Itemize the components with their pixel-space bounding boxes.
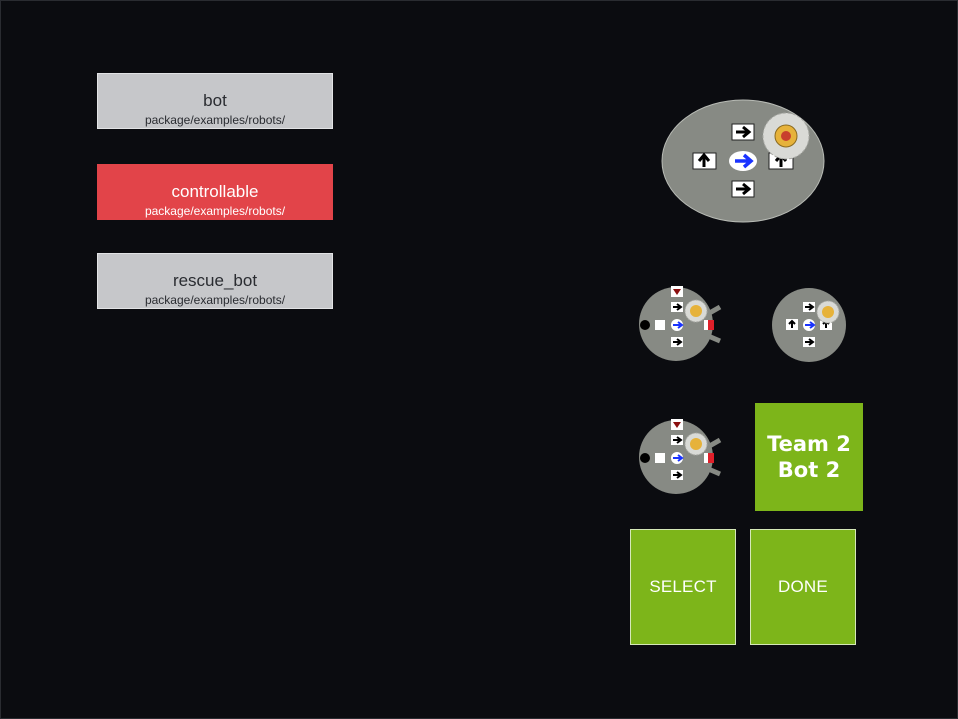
arrow-right-icon [671, 337, 683, 347]
arrow-up-icon [786, 319, 798, 330]
robot-name: rescue_bot [172, 271, 258, 290]
select-button[interactable]: SELECT [630, 529, 736, 645]
arrow-right-icon [729, 151, 757, 171]
arrow-right-icon [671, 302, 683, 312]
sensor-icon [640, 453, 665, 463]
logo-badge-icon [684, 432, 708, 456]
arrow-right-icon [731, 123, 755, 141]
sensor-icon [671, 419, 683, 430]
robot-path: package/examples/robots/ [144, 293, 286, 307]
robot-preview-claw-2 [638, 417, 728, 497]
done-button[interactable]: DONE [750, 529, 856, 645]
robot-preview-large [661, 99, 826, 223]
bumper-claw-icon [704, 437, 722, 477]
sensor-icon [704, 320, 714, 330]
arrow-up-icon [692, 152, 717, 170]
logo-badge-icon [762, 112, 810, 160]
robot-path: package/examples/robots/ [144, 204, 286, 218]
sensor-icon [704, 453, 714, 463]
logo-badge-icon [816, 300, 840, 324]
bot-label: Bot 2 [777, 458, 841, 482]
arrow-right-icon [731, 180, 755, 198]
robot-name: controllable [171, 182, 259, 201]
team-bot-tile: Team 2 Bot 2 [755, 403, 863, 511]
arrow-right-icon [671, 319, 684, 331]
robot-preview-basic [771, 287, 847, 363]
bumper-claw-icon [704, 304, 722, 344]
logo-badge-icon [684, 299, 708, 323]
arrow-right-icon [803, 319, 816, 331]
robot-path: package/examples/robots/ [144, 113, 286, 127]
arrow-right-icon [803, 302, 815, 312]
arrow-right-icon [671, 435, 683, 445]
robot-item-bot[interactable]: bot package/examples/robots/ [97, 73, 333, 129]
robot-item-controllable[interactable]: controllable package/examples/robots/ [97, 164, 333, 220]
sensor-icon [671, 286, 683, 297]
robot-name: bot [203, 91, 227, 110]
robot-item-rescue-bot[interactable]: rescue_bot package/examples/robots/ [97, 253, 333, 309]
arrow-right-icon [671, 470, 683, 480]
sensor-icon [640, 320, 665, 330]
arrow-right-icon [803, 337, 815, 347]
team-label: Team 2 [767, 432, 851, 456]
arrow-right-icon [671, 452, 684, 464]
robot-preview-claw [638, 285, 728, 365]
